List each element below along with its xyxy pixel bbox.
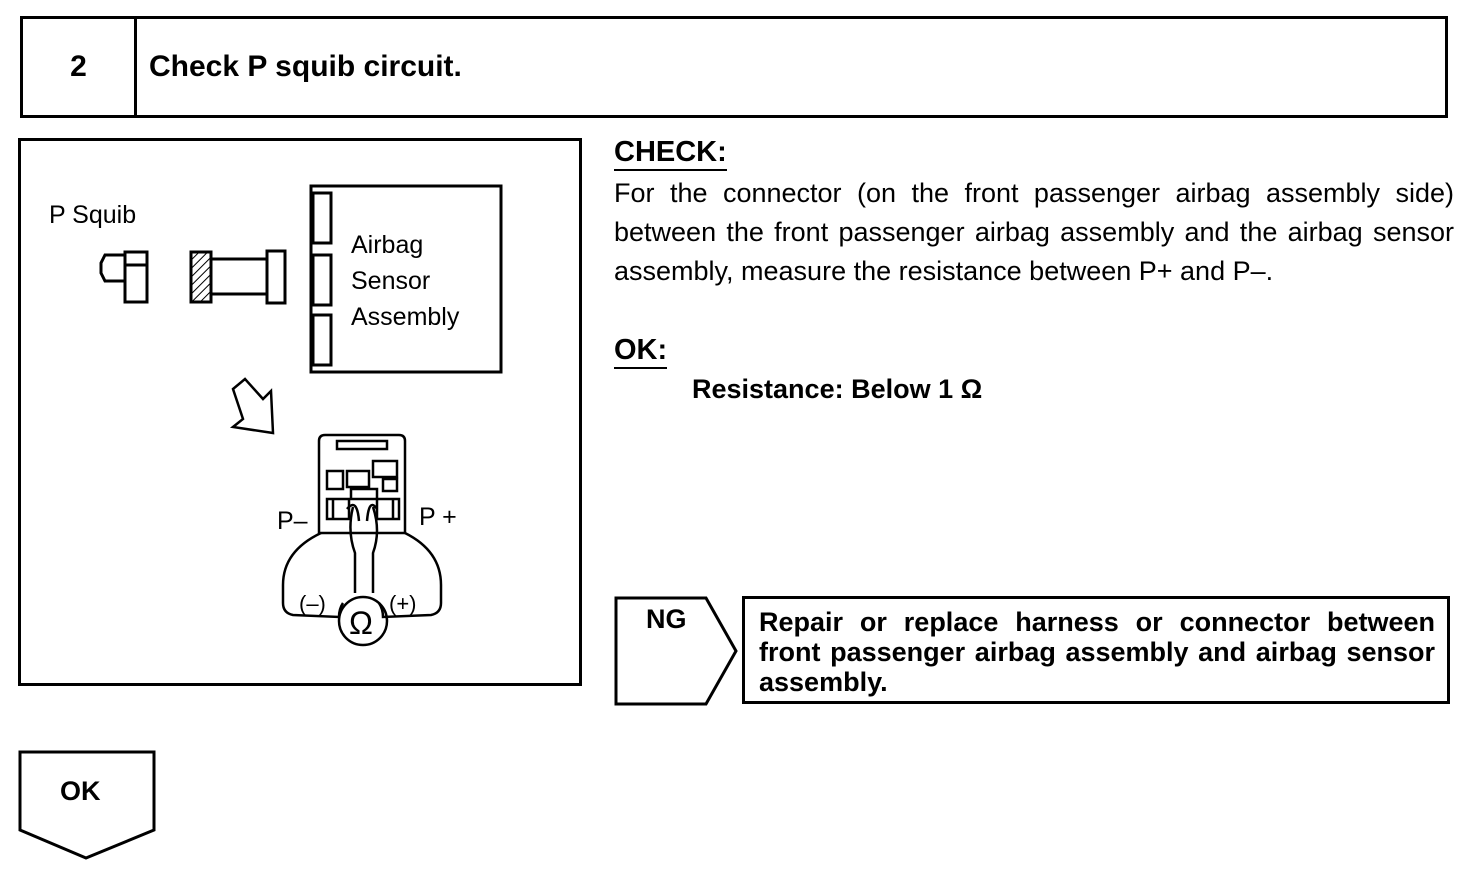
check-heading: CHECK:	[614, 136, 727, 171]
terminal-minus-label: P–	[277, 507, 308, 535]
step-header: 2 Check P squib circuit.	[20, 16, 1448, 118]
ng-action-text: Repair or replace harness or connector b…	[759, 607, 1435, 697]
step-title: Check P squib circuit.	[149, 50, 462, 83]
step-number: 2	[23, 19, 137, 115]
hatched-connector-icon	[189, 250, 213, 304]
circuit-figure: P Squib Airbag Sensor Assembly	[18, 138, 582, 686]
ng-action-box: Repair or replace harness or connector b…	[742, 596, 1450, 704]
meter-minus-label: (–)	[299, 591, 326, 616]
p-squib-label: P Squib	[49, 201, 136, 229]
ok-arrow-icon	[18, 750, 156, 860]
ng-label: NG	[646, 604, 687, 634]
squib-plug-icon	[99, 250, 149, 304]
squib-connector-diagram: P Squib Airbag Sensor Assembly	[49, 184, 503, 647]
sensor-label-line-2: Sensor	[351, 267, 430, 295]
airbag-sensor-box	[309, 184, 503, 374]
check-instructions: For the connector (on the front passenge…	[614, 178, 1454, 286]
meter-plus-label: (+)	[389, 591, 417, 616]
sensor-label-line-3: Assembly	[351, 303, 460, 331]
ohm-symbol: Ω	[349, 605, 373, 641]
arrow-down-right-icon	[229, 377, 275, 435]
terminal-plus-label: P +	[419, 503, 457, 531]
resistance-spec: Resistance: Below 1 Ω	[692, 374, 983, 404]
sensor-label-line-1: Airbag	[351, 231, 423, 259]
connector-face-icon	[281, 433, 443, 647]
harness-connector-icon	[211, 249, 287, 305]
ng-arrow-icon	[614, 596, 738, 706]
ok-heading: OK:	[614, 334, 668, 369]
ok-label: OK	[60, 776, 101, 806]
